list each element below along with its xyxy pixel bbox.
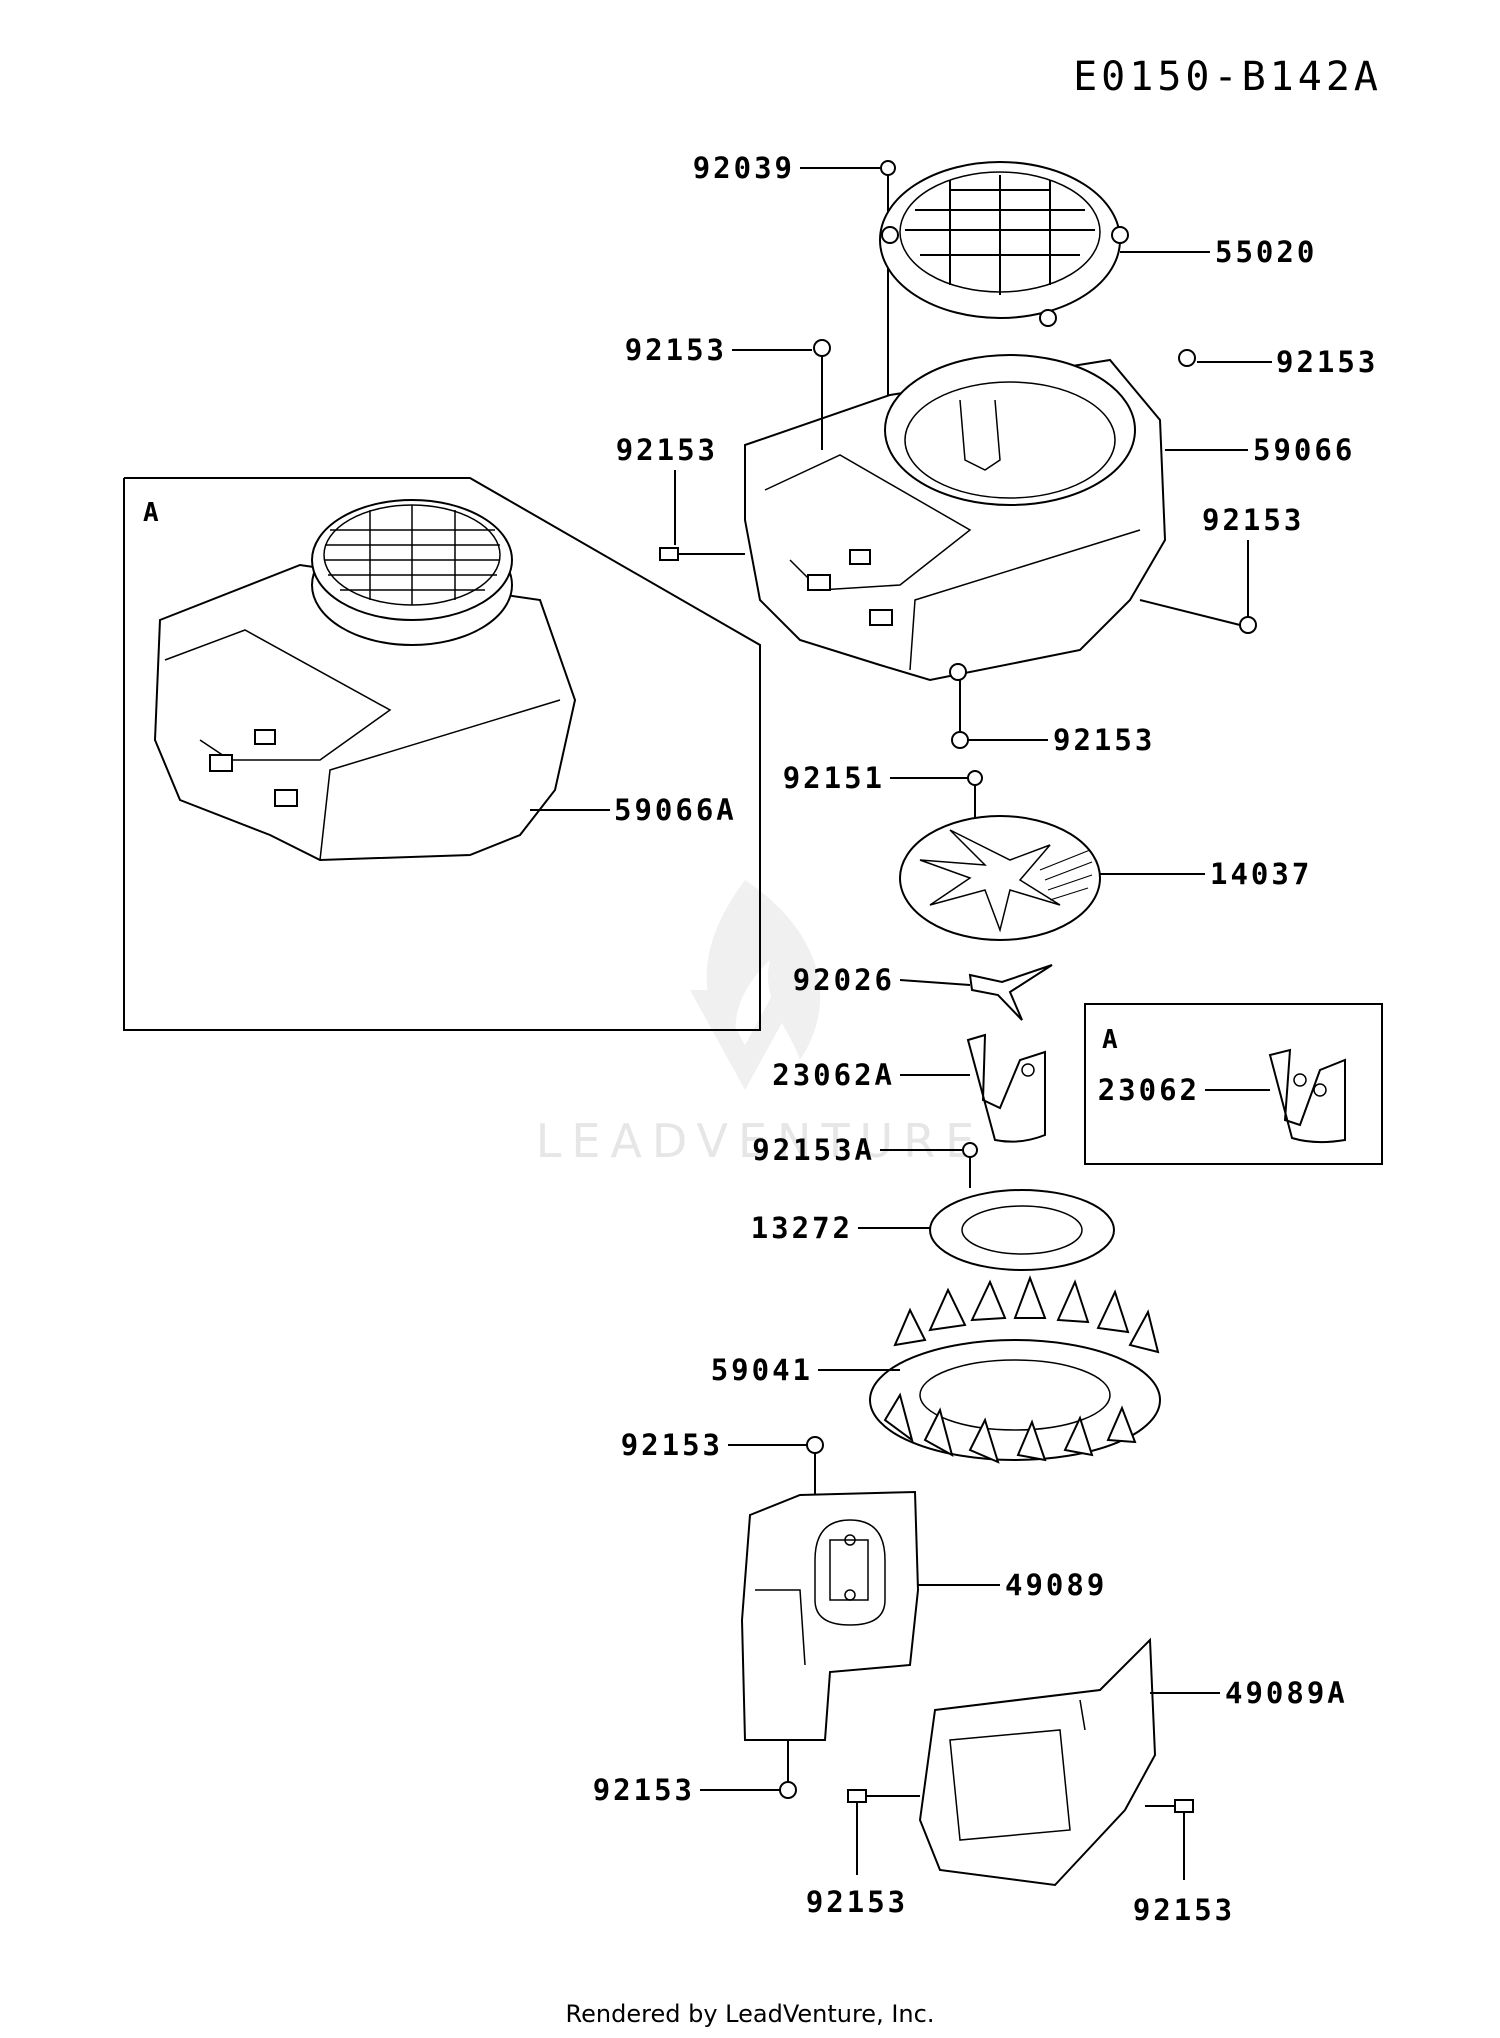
part-label: 23062A xyxy=(772,1058,895,1092)
diagram-code: E0150-B142A xyxy=(1073,54,1382,100)
part-label: 49089A xyxy=(1225,1676,1348,1710)
bolt-icon xyxy=(880,160,896,176)
part-label: 92153 xyxy=(1133,1893,1235,1927)
part-label: 92153 xyxy=(1276,345,1378,379)
part-label: 23062 xyxy=(1098,1073,1200,1107)
bolt-icon xyxy=(951,731,969,749)
inset-box-a-large xyxy=(123,477,761,1031)
part-label: 92153 xyxy=(625,333,727,367)
bolt-icon xyxy=(962,1142,978,1158)
part-label: 92153 xyxy=(1053,723,1155,757)
part-label: 92153A xyxy=(752,1133,875,1167)
part-label: 59041 xyxy=(711,1353,813,1387)
part-label: 92039 xyxy=(693,151,795,185)
part-label: 14037 xyxy=(1210,857,1312,891)
part-label: 92151 xyxy=(783,761,885,795)
inset-a2-letter: A xyxy=(1102,1025,1118,1055)
bolt-icon xyxy=(1174,1799,1194,1813)
housing-59066a-drawing xyxy=(153,499,577,862)
bolt-icon xyxy=(813,339,831,357)
part-label: 49089 xyxy=(1005,1568,1107,1602)
part-label: 92153 xyxy=(806,1885,908,1919)
inset-box-a-small xyxy=(1084,1003,1383,1165)
bolt-icon xyxy=(1178,349,1196,367)
bolt-icon xyxy=(847,1789,867,1803)
part-label: 92153 xyxy=(593,1773,695,1807)
part-label: 92026 xyxy=(793,963,895,997)
bolt-icon xyxy=(659,547,679,561)
part-label: 55020 xyxy=(1215,235,1317,269)
bolt-icon xyxy=(806,1436,824,1454)
fan-59041-drawing xyxy=(869,1275,1161,1464)
bracket-23062a-drawing xyxy=(966,1033,1046,1143)
bracket-23062-drawing xyxy=(1268,1048,1346,1144)
cover-49089-drawing xyxy=(740,1490,920,1741)
bolt-icon xyxy=(1239,616,1257,634)
screen-55020-drawing xyxy=(879,161,1129,327)
gasket-13272-drawing xyxy=(929,1189,1115,1271)
watermark-logo-icon xyxy=(690,880,821,1090)
bolt-icon xyxy=(967,770,983,786)
footer-credit: Rendered by LeadVenture, Inc. xyxy=(566,2000,935,2028)
part-label: 59066 xyxy=(1253,433,1355,467)
washer-92026-drawing xyxy=(968,964,1053,1021)
part-label: 59066A xyxy=(614,793,737,827)
housing-59066-drawing xyxy=(744,354,1167,682)
plate-14037-drawing xyxy=(899,815,1101,941)
watermark-text: LEADVENTURE xyxy=(536,1114,985,1168)
part-label: 92153 xyxy=(616,433,718,467)
cover-49089a-drawing xyxy=(918,1637,1157,1887)
bolt-icon xyxy=(779,1781,797,1799)
part-label: 13272 xyxy=(751,1211,853,1245)
part-label: 92153 xyxy=(1202,503,1304,537)
leader-lines xyxy=(530,167,1272,1880)
inset-a-letter: A xyxy=(143,498,159,528)
part-label: 92153 xyxy=(621,1428,723,1462)
